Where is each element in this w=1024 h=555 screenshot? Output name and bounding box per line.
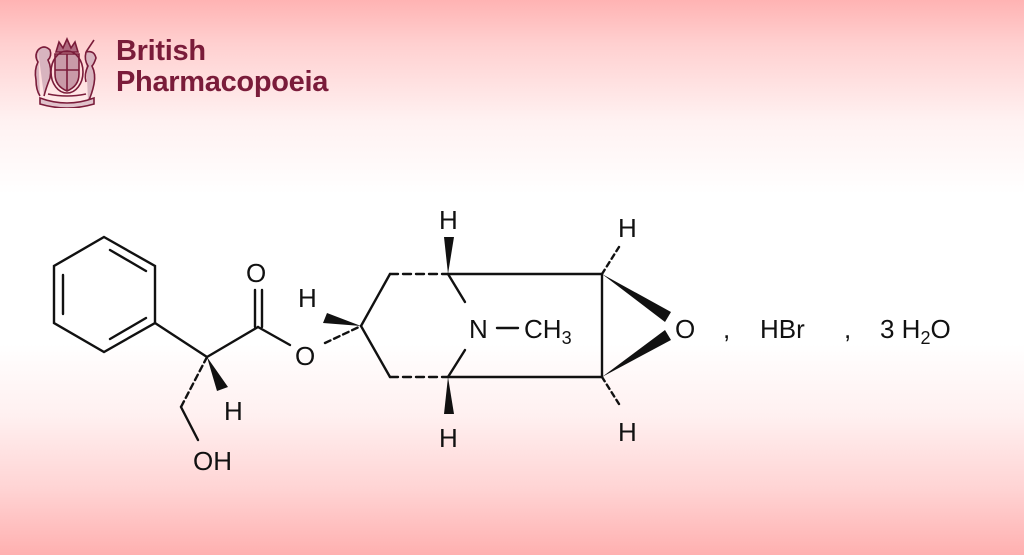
royal-coat-of-arms-icon [34, 37, 97, 108]
separator-comma-1: , [723, 314, 730, 344]
methyl-carbon: CH [524, 314, 562, 344]
c1-hydrogen: H [439, 205, 458, 235]
epoxide-hydrogen-top: H [618, 213, 637, 243]
british-pharmacopoeia-logo: British Pharmacopoeia [28, 36, 328, 108]
c5-hydrogen: H [439, 423, 458, 453]
trihydrate: 3 H2O [880, 314, 951, 348]
water-oxygen: O [930, 314, 950, 344]
hydroxyl-group: OH [193, 446, 232, 476]
ester-oxygen: O [295, 341, 315, 371]
hydrobromide: HBr [760, 314, 805, 344]
water-coefficient: 3 H [880, 314, 920, 344]
epoxide-oxygen: O [675, 314, 695, 344]
c3-hydrogen: H [298, 283, 317, 313]
epoxide-hydrogen-bottom: H [618, 417, 637, 447]
brand-name: British Pharmacopoeia [116, 36, 328, 98]
methyl-group: CH3 [524, 314, 572, 348]
brand-line-2: Pharmacopoeia [116, 66, 329, 98]
brand-line-1: British [116, 35, 206, 67]
water-subscript: 2 [920, 328, 930, 348]
stereo-wedges [207, 237, 671, 414]
separator-comma-2: , [844, 314, 851, 344]
methyl-subscript: 3 [562, 328, 572, 348]
alpha-hydrogen: H [224, 396, 243, 426]
nitrogen-atom: N [469, 314, 488, 344]
carbonyl-oxygen: O [246, 258, 266, 288]
benzene-ring [52, 235, 157, 354]
